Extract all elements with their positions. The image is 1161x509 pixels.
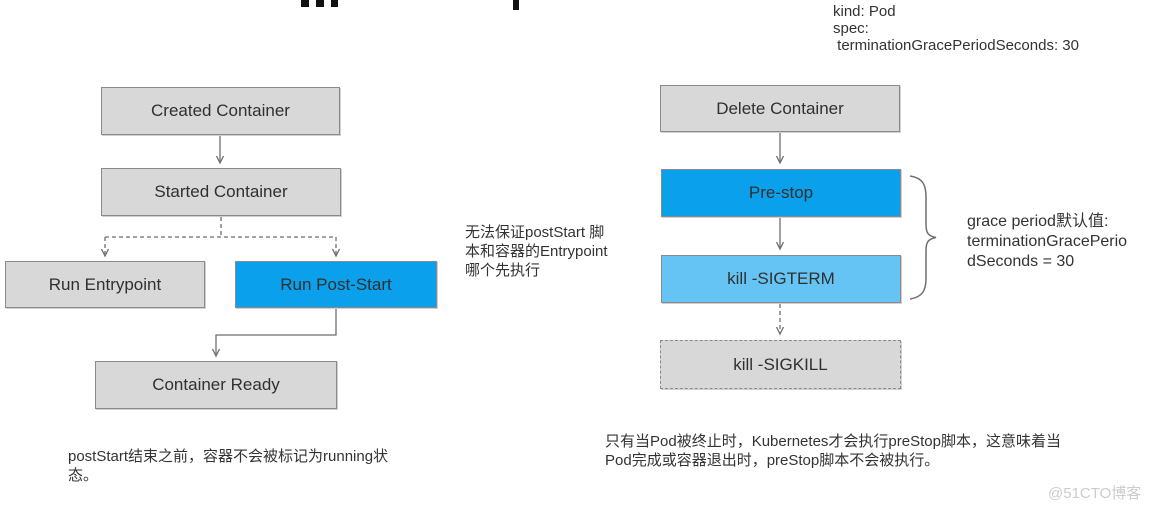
poststart-race-annotation: 无法保证postStart 脚 本和容器的Entrypoint 哪个先执行: [465, 224, 608, 279]
node-container-ready: Container Ready: [95, 361, 337, 409]
cropped-title-fragment: [331, 0, 338, 7]
node-started-container: Started Container: [101, 168, 341, 216]
node-kill-sigkill: kill -SIGKILL: [660, 340, 901, 389]
node-pre-stop: Pre-stop: [661, 169, 901, 217]
node-delete-container: Delete Container: [660, 85, 900, 132]
cropped-title-fragment: [316, 0, 324, 7]
cropped-title-fragment: [513, 0, 519, 10]
node-run-post-start: Run Post-Start: [235, 261, 437, 308]
prestop-execution-note: 只有当Pod被终止时，Kubernetes才会执行preStop脚本，这意味着当…: [605, 433, 1061, 469]
node-kill-sigterm: kill -SIGTERM: [661, 255, 901, 303]
arrow-poststart-to-ready: [215, 309, 337, 355]
pod-spec-yaml-note: kind: Pod spec: terminationGracePeriodSe…: [833, 3, 1079, 54]
grace-period-brace: [909, 175, 937, 300]
grace-period-note: grace period默认值: terminationGracePerio d…: [967, 213, 1128, 270]
node-created-container: Created Container: [101, 87, 340, 135]
watermark: @51CTO博客: [1048, 485, 1142, 502]
cropped-title-fragment: [301, 0, 309, 7]
node-run-entrypoint: Run Entrypoint: [5, 261, 205, 308]
poststart-running-note: postStart结束之前，容器不会被标记为running状 态。: [68, 448, 389, 484]
